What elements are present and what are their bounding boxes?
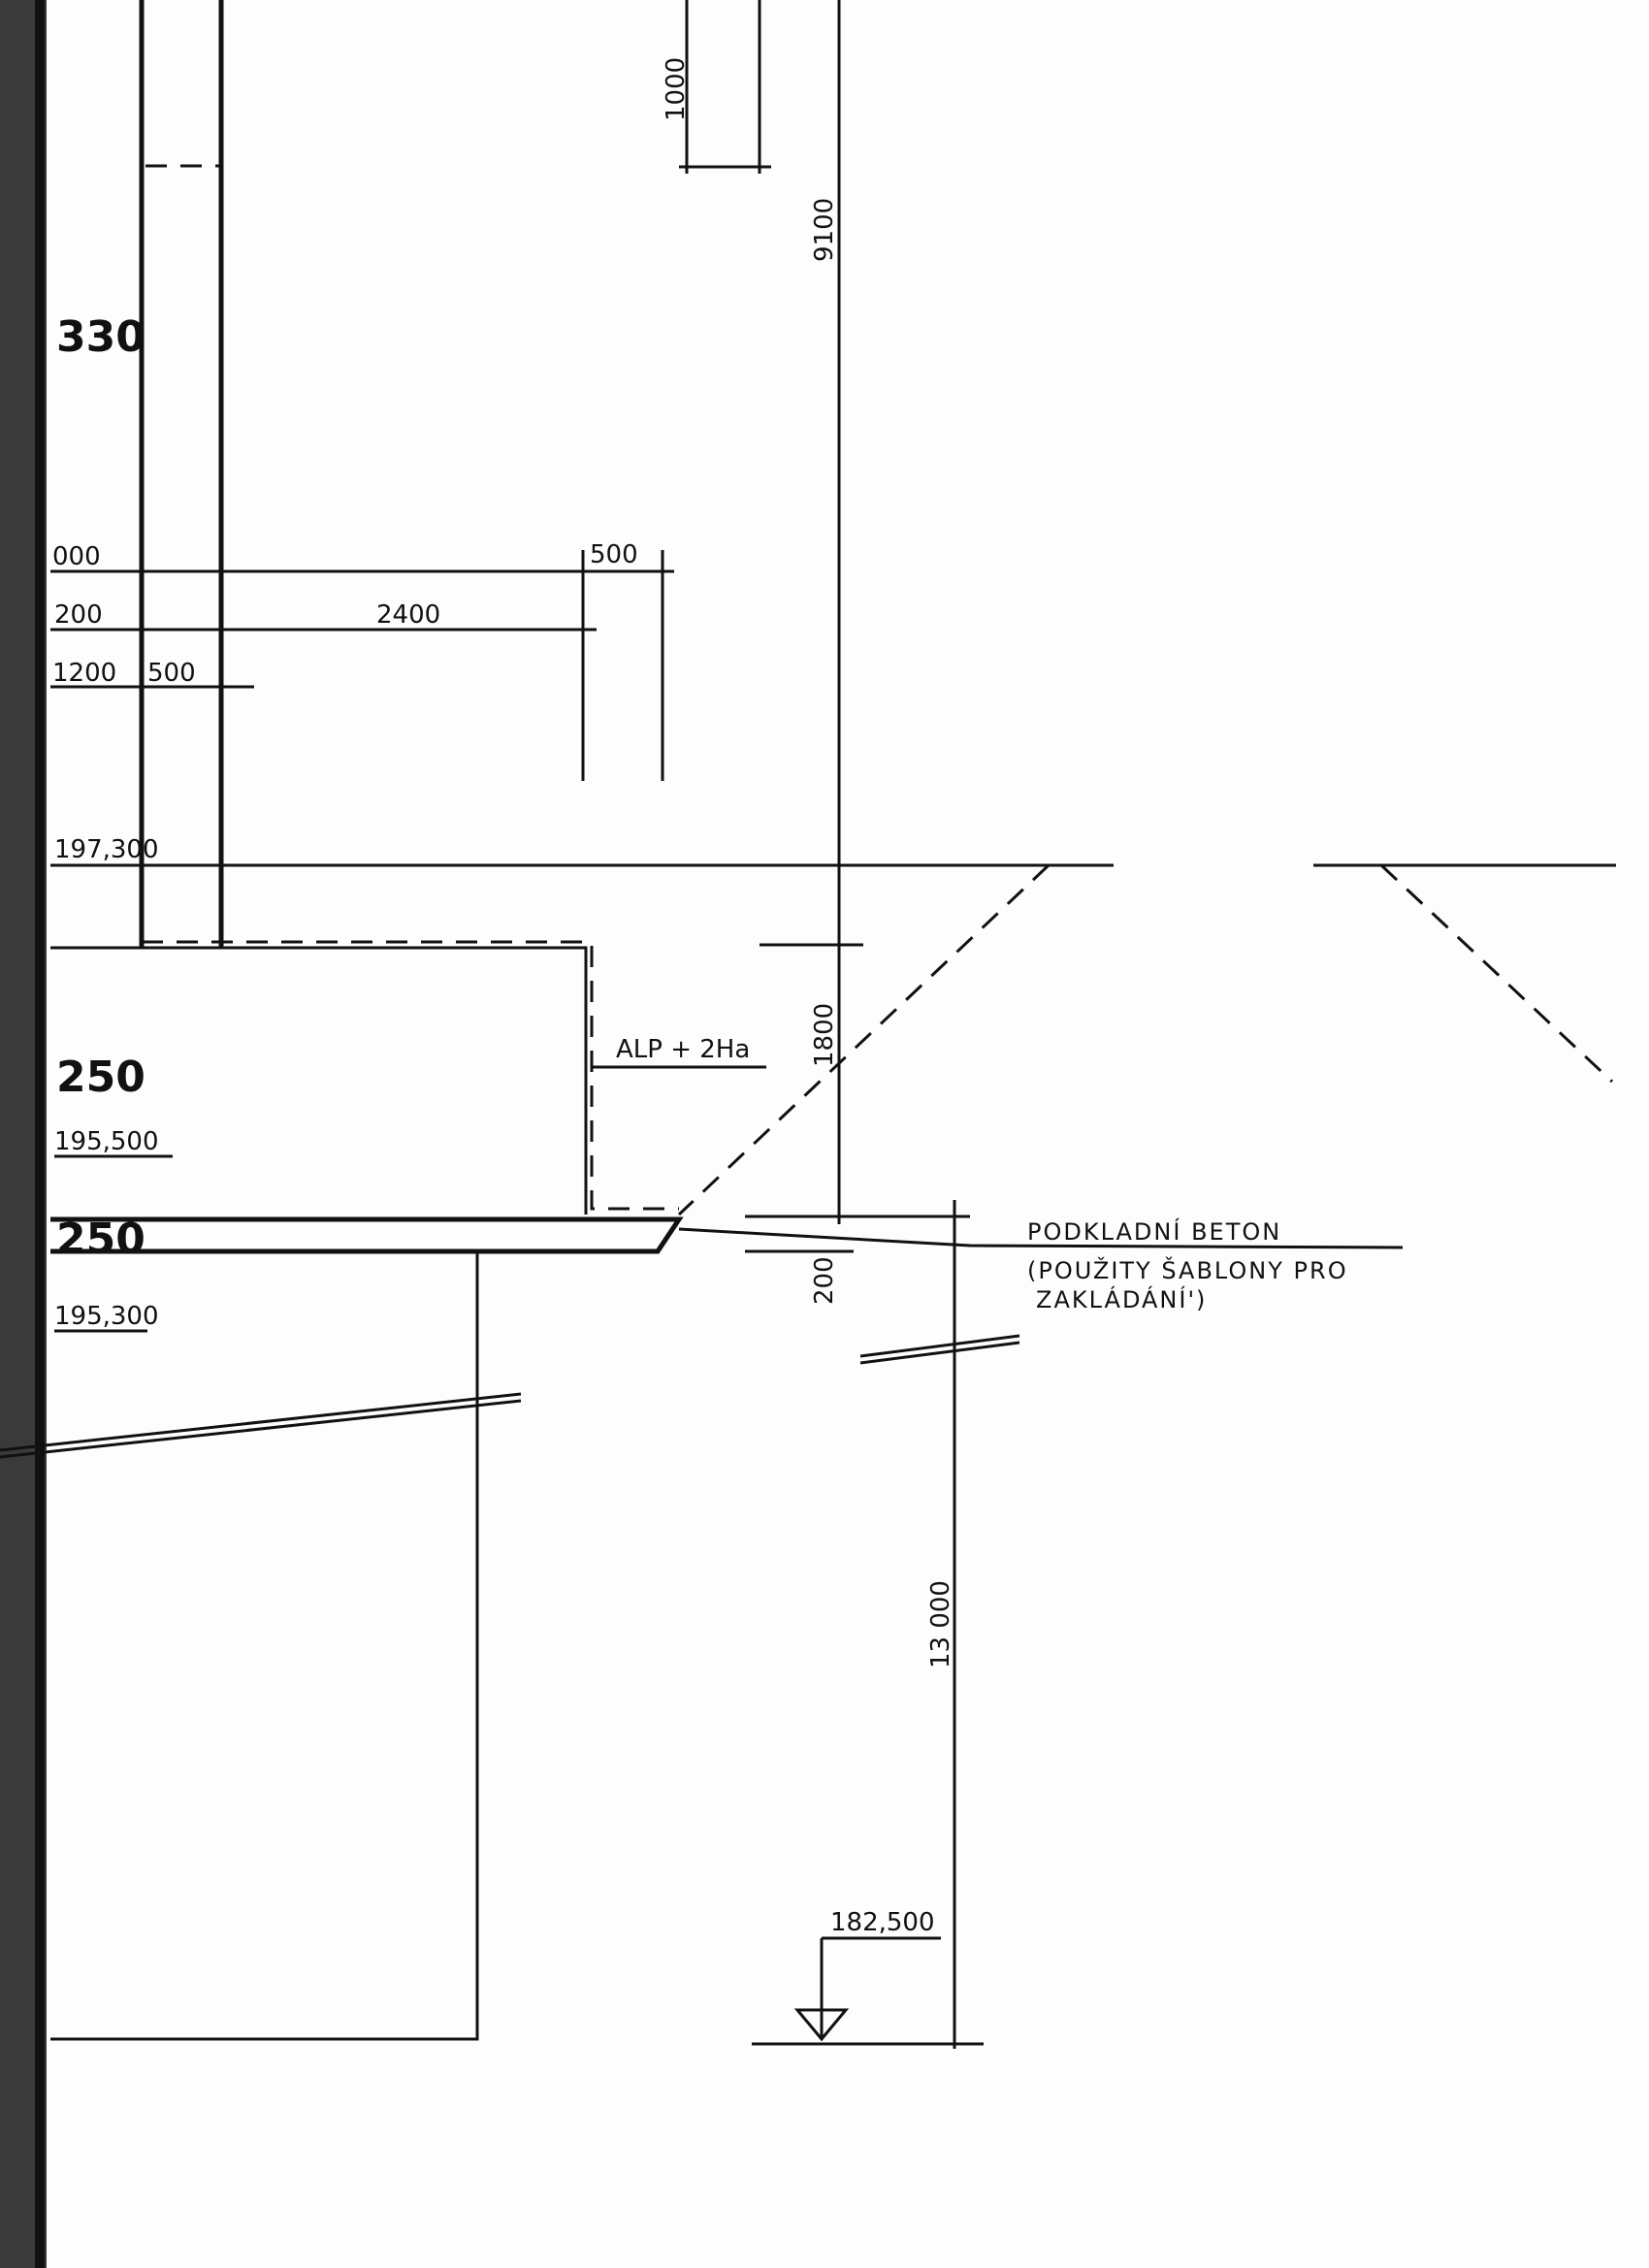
level-330-label: 330 (56, 312, 146, 362)
base-thickness-label: 250 (56, 1215, 146, 1264)
excavation-slope-right (1379, 863, 1614, 1084)
dim-1000-label: 1000 (662, 57, 691, 121)
base-note-leader (678, 1227, 1404, 1249)
break-line-b (0, 1399, 522, 1459)
break-line-d (859, 1341, 1020, 1365)
bottom-level-label: 182,500 (830, 1908, 935, 1937)
slab-level-label: 195,500 (54, 1127, 159, 1156)
dim-row2-mid: 2400 (376, 600, 440, 630)
dim-9100-label: 9100 (810, 198, 839, 262)
break-line-a (0, 1392, 522, 1452)
foundation-outline (50, 946, 588, 1215)
base-note-line2: (POUŽITY ŠABLONY PRO (1027, 1255, 1348, 1284)
pile-outline (50, 1251, 479, 2041)
level-ground-label: 197,300 (54, 835, 159, 864)
dim-200-label: 200 (810, 1256, 839, 1305)
dim-row2-left: 200 (54, 600, 103, 630)
base-concrete-slab (50, 1216, 684, 1254)
excavation-slope (677, 863, 1051, 1216)
base-level-label: 195,300 (54, 1302, 159, 1331)
dim-13000-label: 13 000 (926, 1580, 955, 1669)
break-line-c (859, 1334, 1020, 1358)
dim-row1-right: 500 (590, 540, 638, 569)
dim-1800-label: 1800 (810, 1003, 839, 1067)
slab-thickness-label: 250 (56, 1053, 146, 1102)
level-triangle-icon (793, 2008, 850, 2042)
dim-row1-left: 000 (52, 542, 101, 571)
insulation-note: ALP + 2Ha (616, 1035, 750, 1064)
dim-row3-left: 1200 (52, 659, 116, 688)
base-note-line3: ZAKLÁDÁNÍ') (1036, 1285, 1207, 1313)
insulation-line (142, 940, 679, 1211)
scan-edge-line (35, 0, 45, 2268)
dim-row3-mid: 500 (147, 659, 196, 688)
base-note-line1: PODKLADNÍ BETON (1027, 1217, 1281, 1246)
